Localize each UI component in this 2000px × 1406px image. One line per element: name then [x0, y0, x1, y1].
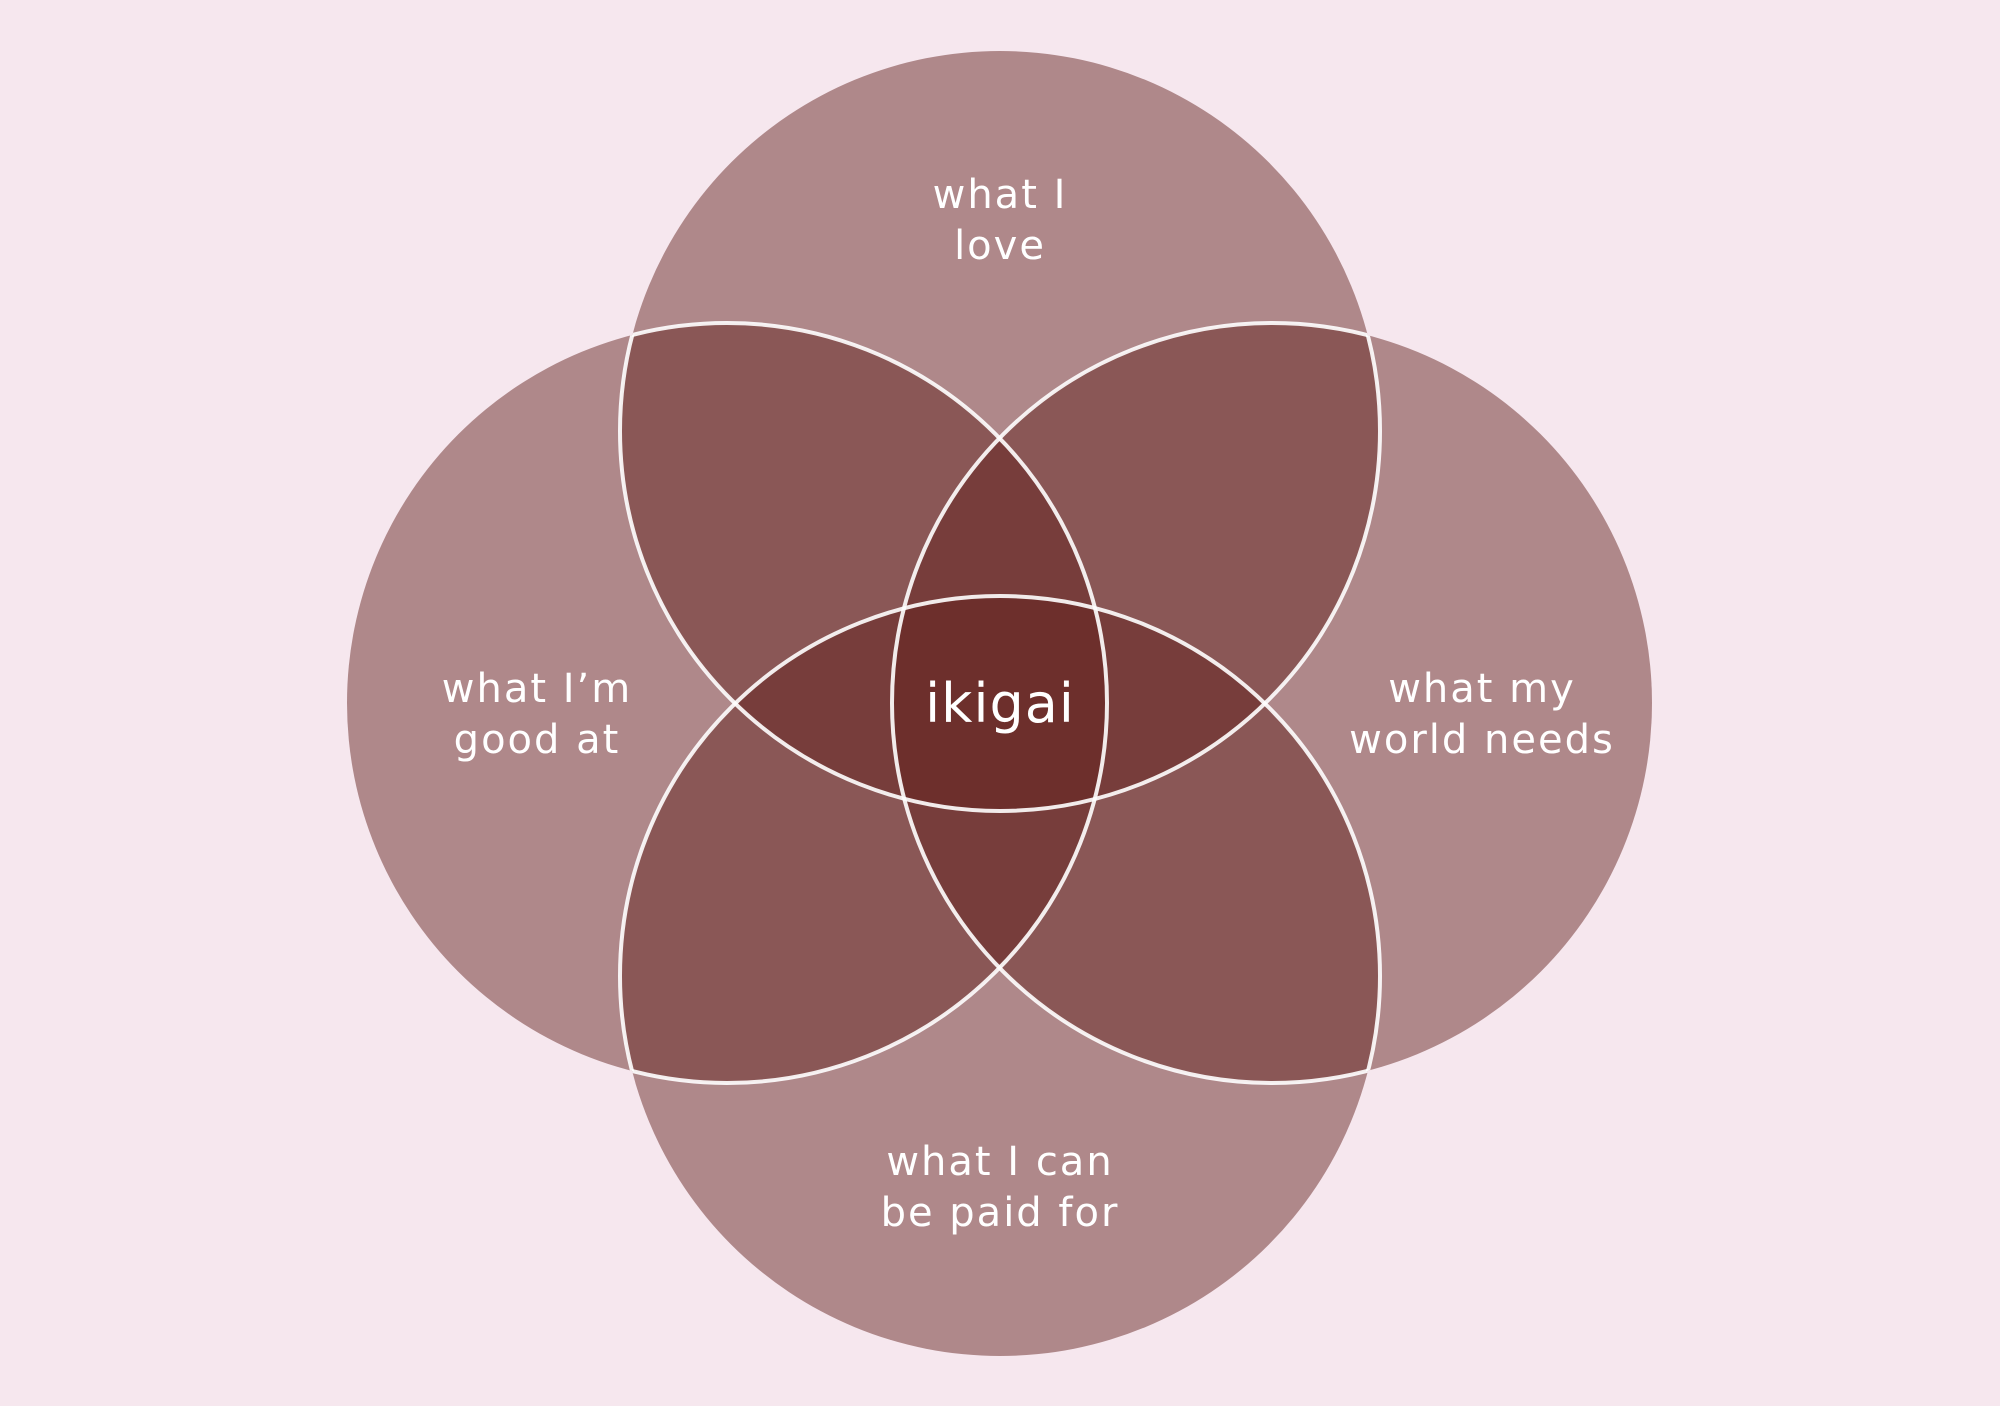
outline-good [620, 321, 1109, 1085]
circle-what-my-world-needs [892, 323, 1652, 1083]
label-needs-line2: world needs [1349, 717, 1615, 763]
circle-what-i-love [620, 51, 1380, 811]
label-love-line2: love [954, 223, 1046, 269]
circle-what-im-good-at [347, 323, 1107, 1083]
label-paid-line1: what I can [886, 1139, 1113, 1185]
label-paid-line2: be paid for [881, 1190, 1120, 1236]
outline-love [618, 323, 1382, 813]
label-love-line1: what I [933, 172, 1068, 218]
label-needs-line1: what my [1388, 666, 1576, 712]
circle-what-i-can-be-paid-for [620, 596, 1380, 1356]
label-good-line2: good at [454, 717, 621, 763]
label-ikigai: ikigai [925, 672, 1075, 735]
outline-paid [618, 594, 1382, 1083]
label-good-line1: what I’m [442, 666, 632, 712]
outline-needs [890, 321, 1380, 1085]
